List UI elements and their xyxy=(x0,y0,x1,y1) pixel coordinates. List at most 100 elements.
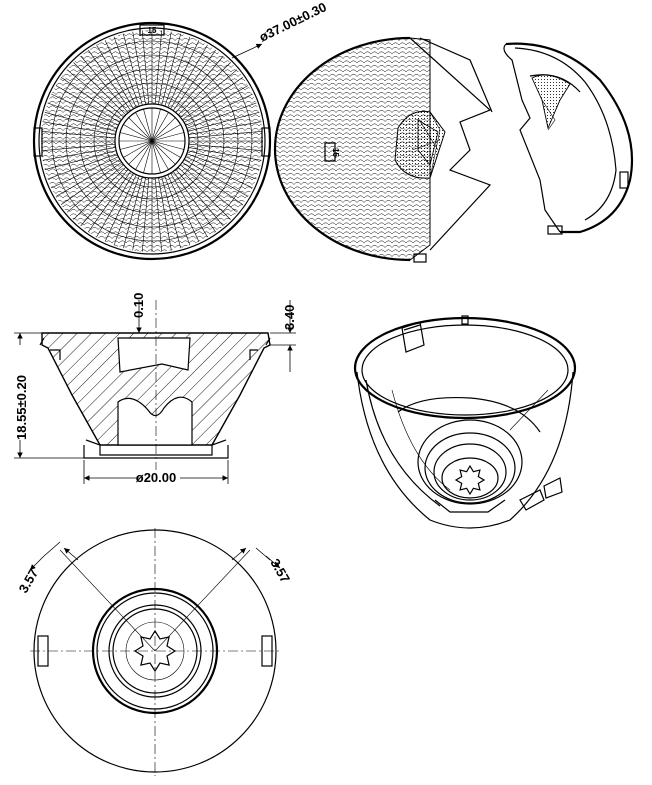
facet-radial xyxy=(123,33,143,106)
facet-radial xyxy=(66,69,124,118)
facet-radial xyxy=(167,40,200,108)
facet-ray xyxy=(135,112,153,142)
offset-right-label: 3.57 xyxy=(267,556,293,585)
facet-radial xyxy=(42,121,116,135)
facet-radial xyxy=(44,112,117,132)
section-isometric-view: 15 xyxy=(273,36,634,263)
facet-radial xyxy=(183,85,249,123)
facet-radial xyxy=(47,153,118,180)
facet-radial xyxy=(142,177,150,252)
facet-radial xyxy=(123,176,143,249)
facet-radial xyxy=(104,40,137,108)
facet-radial xyxy=(51,156,119,189)
facet-ray xyxy=(151,140,176,165)
facet-radial xyxy=(187,150,260,170)
facet-radial xyxy=(42,147,116,161)
facet-radial xyxy=(172,49,216,111)
facet-radial xyxy=(175,55,224,113)
facet-radial xyxy=(113,175,140,246)
facet-radial xyxy=(172,171,216,233)
facet-radial xyxy=(161,176,181,249)
facet-radial xyxy=(182,161,244,205)
facet-radial xyxy=(188,147,262,161)
facet-ray xyxy=(151,140,181,158)
facet-ray xyxy=(123,140,153,158)
facet-radial xyxy=(170,44,208,110)
part-number-label: 15 xyxy=(148,26,157,35)
facet-radial xyxy=(113,36,140,107)
facet-radial xyxy=(177,166,231,220)
facet-ray xyxy=(143,140,153,173)
facet-radial xyxy=(73,166,127,220)
facet-radial xyxy=(96,44,134,110)
facet-radial xyxy=(66,164,124,213)
facet-ray xyxy=(151,132,184,142)
section-part-number: 15 xyxy=(331,148,340,157)
facet-radial xyxy=(164,175,191,246)
facet-radial xyxy=(88,49,132,111)
facet-ray xyxy=(151,112,169,142)
facet-radial xyxy=(188,121,262,135)
facet-radial xyxy=(80,55,129,113)
facet-radial xyxy=(55,159,121,197)
offset-left-label: 3.57 xyxy=(16,566,42,595)
outer-diameter-label: ø37.00±0.30 xyxy=(257,0,329,45)
facet-radial xyxy=(183,159,249,197)
facet-radial xyxy=(180,164,238,213)
facet-radial xyxy=(104,174,137,242)
facet-ray xyxy=(151,124,181,142)
facet-radial xyxy=(60,77,122,121)
facet-radial xyxy=(154,177,162,252)
facet-ray xyxy=(143,109,153,142)
facet-ray xyxy=(151,140,161,173)
facet-radial xyxy=(170,172,208,238)
facet-radial xyxy=(161,33,181,106)
facet-radial xyxy=(132,177,146,251)
facet-ray xyxy=(120,140,153,150)
facet-radial xyxy=(132,31,146,105)
facet-ray xyxy=(135,140,153,170)
facet-radial xyxy=(88,171,132,233)
flange-height-label: 3.40 xyxy=(282,305,297,330)
facet-radial xyxy=(188,131,263,139)
bottom-view: 3.57 3.57 xyxy=(16,528,293,776)
facet-radial xyxy=(164,36,191,107)
facet-radial xyxy=(185,156,253,189)
facet-radial xyxy=(154,30,162,105)
facet-radial xyxy=(47,102,118,129)
facet-ray xyxy=(151,109,161,142)
facet-radial xyxy=(175,169,224,227)
facet-radial xyxy=(41,143,116,151)
facet-radial xyxy=(142,30,150,105)
center-facets xyxy=(119,108,185,174)
facet-ray xyxy=(128,117,153,142)
facet-ray xyxy=(120,132,153,142)
facet-radial xyxy=(44,150,117,170)
facet-radial xyxy=(186,102,257,129)
facet-ray xyxy=(151,140,169,170)
iso-star-lens xyxy=(454,464,486,496)
facet-radial xyxy=(41,131,116,139)
facet-radial xyxy=(60,161,122,205)
top-thickness-label: 0.10 xyxy=(131,293,146,318)
facet-radial xyxy=(55,85,121,123)
overall-height-label: 18.55±0.20 xyxy=(14,375,29,440)
facet-radial xyxy=(182,77,244,121)
facet-radial xyxy=(73,62,127,116)
bottom-star-lens xyxy=(133,629,177,673)
isometric-interior-view xyxy=(353,315,577,529)
facet-radial xyxy=(188,143,263,151)
facet-ray xyxy=(123,124,153,142)
facet-radial xyxy=(187,112,260,132)
facet-radial xyxy=(180,69,238,118)
facet-radial xyxy=(186,153,257,180)
facet-ray xyxy=(128,140,153,165)
facet-ray xyxy=(151,117,176,142)
facet-radial xyxy=(167,174,200,242)
base-diameter-label: ø20.00 xyxy=(136,470,176,485)
facet-radial xyxy=(177,62,231,116)
facet-radial xyxy=(158,177,172,251)
facet-radial xyxy=(80,169,129,227)
facet-radial xyxy=(185,93,253,126)
